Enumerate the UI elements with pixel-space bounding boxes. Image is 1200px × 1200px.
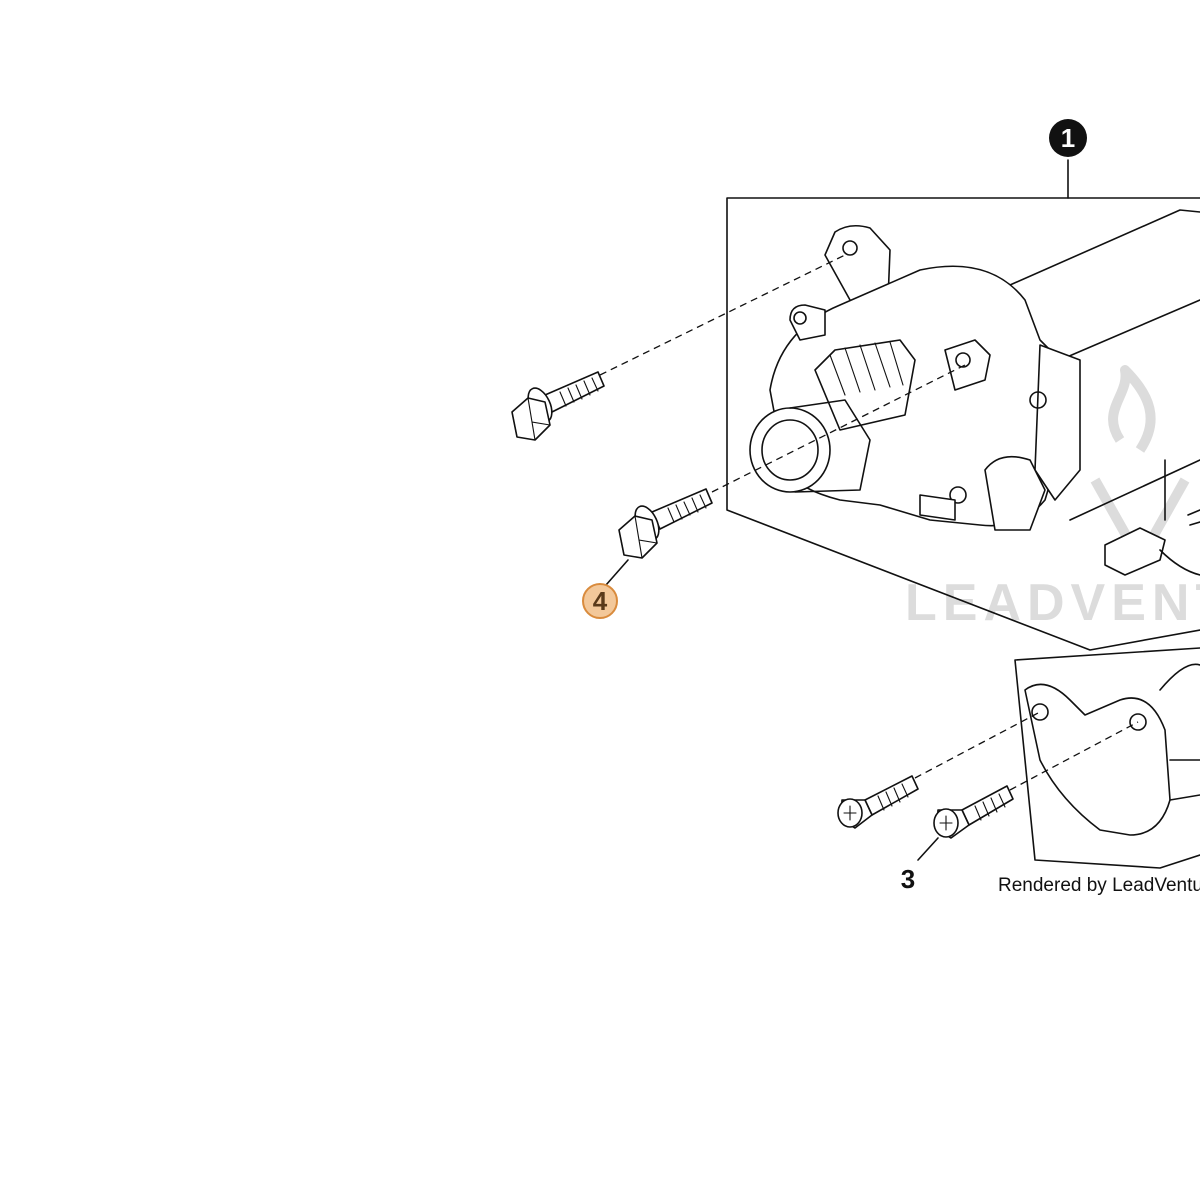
end-cover-bracket bbox=[1014, 647, 1200, 869]
callout-4[interactable]: 4 bbox=[582, 583, 618, 619]
callout-4-leader bbox=[605, 559, 629, 586]
callout-4-label: 4 bbox=[593, 586, 608, 616]
callout-1-badge bbox=[1049, 119, 1087, 157]
phillips-head-icon bbox=[939, 815, 953, 831]
starter-assembly-bracket bbox=[726, 197, 1200, 651]
phillips-screw-upper[interactable] bbox=[837, 775, 919, 829]
callout-3-leader bbox=[917, 837, 939, 861]
callout-3[interactable]: 3 bbox=[901, 864, 915, 894]
callout-1-label: 1 bbox=[1061, 123, 1075, 153]
starter-end-cover bbox=[1024, 663, 1200, 836]
callout-1[interactable]: 1 bbox=[1049, 119, 1087, 157]
leadventures-watermark: LEADVENTURES bbox=[905, 365, 1200, 632]
callout-3-label: 3 bbox=[901, 864, 915, 894]
phillips-head-icon bbox=[843, 805, 857, 821]
watermark-text: LEADVENTURES bbox=[905, 574, 1200, 632]
flange-bolt-upper[interactable] bbox=[511, 371, 605, 441]
alignment-line-lower-screw bbox=[1009, 721, 1139, 791]
alignment-line-upper-bolt bbox=[599, 254, 846, 376]
callout-4-badge bbox=[582, 583, 618, 619]
phillips-screw-part-3[interactable] bbox=[933, 785, 1014, 839]
alignment-line-upper-screw bbox=[914, 711, 1041, 779]
flange-bolt-part-4[interactable] bbox=[618, 488, 713, 559]
rendered-by-credit: Rendered by LeadVentures bbox=[998, 875, 1200, 896]
starter-motor bbox=[749, 209, 1200, 576]
